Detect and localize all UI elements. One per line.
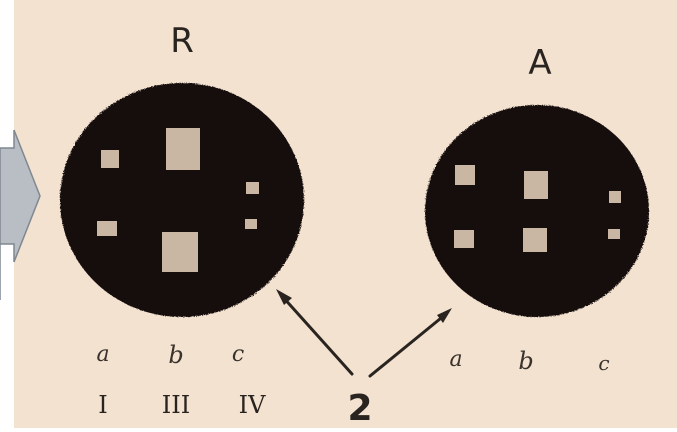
roman-label-2: III [162,391,190,419]
callout-arrow [0,129,41,300]
disc-r-title: R [170,21,194,61]
arrowhead-right [437,308,452,323]
pointer-arrows [276,289,452,378]
disc-a-letter-a: a [449,347,462,372]
disc-a-square-c1 [609,191,621,203]
disc-a [425,105,649,317]
disc-r-square-c2 [245,219,257,229]
disc-r-square-a1 [101,150,119,168]
disc-r-square-b2 [162,232,198,272]
disc-r-body [60,83,304,317]
arrow-line-left [280,294,354,376]
disc-r-letter-c: c [232,342,244,367]
disc-a-square-c2 [608,229,620,239]
disc-r-square-c1 [246,182,259,194]
roman-label-3: IV [239,391,266,419]
disc-r-letter-a: a [96,342,109,367]
disc-a-square-a1 [455,165,475,185]
disc-a-letter-b: b [518,347,533,375]
disc-a-square-a2 [454,230,474,248]
disc-a-square-b1 [524,171,548,199]
arrowhead-left [276,289,292,305]
disc-a-title: A [528,43,551,83]
disc-a-square-b2 [523,228,547,252]
disc-a-body [425,105,649,317]
callout-arrow-shape [0,129,41,263]
arrow-line-right [368,312,448,378]
disc-r [60,83,304,317]
disc-r-square-a2 [97,221,117,236]
disc-r-letter-b: b [168,341,183,369]
pointer-label: 2 [347,388,372,428]
disc-a-letter-c: c [598,351,609,375]
disc-r-square-b1 [166,128,200,170]
roman-label-1: I [98,391,107,419]
